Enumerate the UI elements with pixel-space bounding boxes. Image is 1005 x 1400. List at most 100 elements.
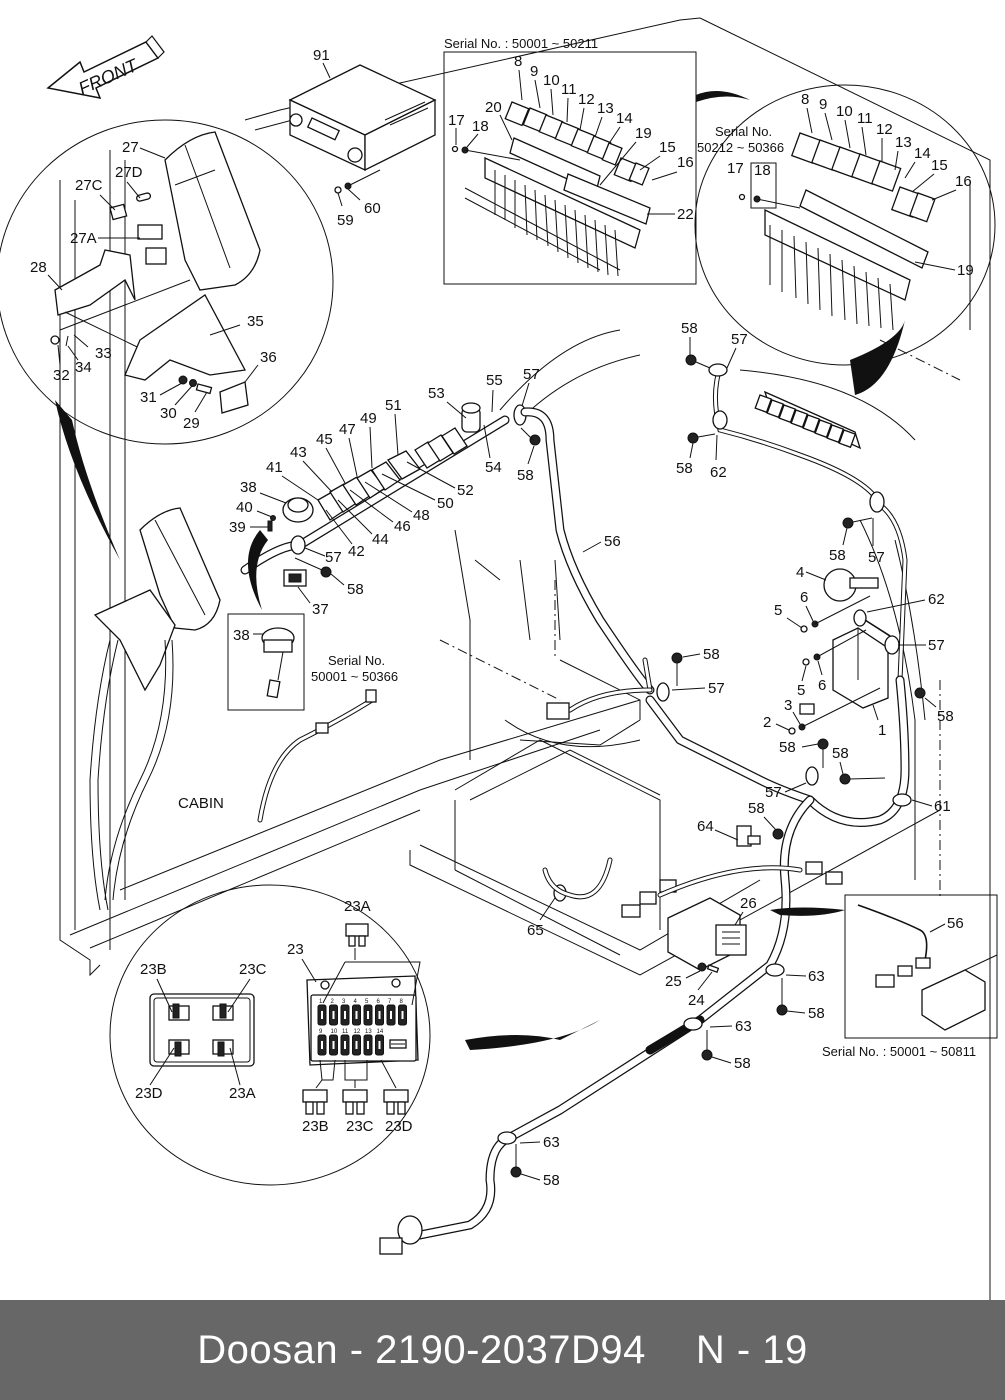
- device-callout-4: 4: [796, 564, 804, 581]
- relay-late-callout-13: 13: [895, 134, 912, 151]
- switch-panel-row: 53 55 57 51 49 47 45 43 41 38 40 39 54 5…: [178, 366, 655, 812]
- diagram-svg: FRONT 91 59 60 27 27D 27C: [0, 17, 998, 1300]
- fuse-slot-mark: [344, 1041, 346, 1049]
- fuse-slot-mark: [321, 1011, 323, 1019]
- relay-early-callout-13: 13: [597, 100, 614, 117]
- fuse-callout-23: 23: [287, 941, 304, 958]
- fuse-callout-23d: 23D: [135, 1085, 163, 1102]
- switch-callout-57-bottom: 57: [325, 549, 342, 566]
- cluster-detail-inset: 27 27D 27C 27A 28 35 33 34 32 31: [0, 119, 334, 560]
- relay-late-callout-10: 10: [836, 103, 853, 120]
- fuse-number-4: 4: [354, 999, 358, 1005]
- relay-early-callout-18: 18: [472, 118, 489, 135]
- relay-early-callout-20: 20: [485, 99, 502, 116]
- relay-box-early-inset: Serial No. : 50001 ~ 50211: [443, 36, 750, 285]
- lower-callout-24: 24: [688, 992, 705, 1009]
- callout-33: 33: [95, 345, 112, 362]
- relay-late-callout-12: 12: [876, 121, 893, 138]
- relay-early-callout-14: 14: [616, 110, 633, 127]
- device-callout-5-b: 5: [797, 682, 805, 699]
- fuse-callout-23b: 23B: [140, 961, 167, 978]
- callout-30: 30: [160, 405, 177, 422]
- device-callout-5-a: 5: [774, 602, 782, 619]
- device-callout-58-c: 58: [832, 745, 849, 762]
- relay-block-installed: [754, 390, 862, 450]
- relay-late-callout-11: 11: [857, 110, 873, 127]
- relay-early-callout-15: 15: [659, 139, 676, 156]
- lower-callout-58-a: 58: [808, 1005, 825, 1022]
- device-callout-3: 3: [784, 697, 792, 714]
- switch-callout-55: 55: [486, 372, 503, 389]
- serial-label-50001-50211: Serial No. : 50001 ~ 50211: [444, 36, 598, 51]
- lower-callout-58-b: 58: [734, 1055, 751, 1072]
- device-callout-57: 57: [928, 637, 945, 654]
- switch-callout-42: 42: [348, 543, 365, 560]
- fuse-number-1: 1: [319, 999, 323, 1005]
- fuse-slot-mark: [344, 1011, 346, 1019]
- inset-callout-56: 56: [947, 915, 964, 932]
- fuse-number-14: 14: [377, 1029, 384, 1035]
- switch-callout-58-bottom: 58: [347, 581, 364, 598]
- fuse-number-7: 7: [388, 999, 392, 1005]
- callout-59: 59: [337, 212, 354, 229]
- device-callout-6-b: 6: [818, 677, 826, 694]
- callout-35: 35: [247, 313, 264, 330]
- relay-early-callout-12: 12: [578, 91, 595, 108]
- harness-callout-58-c: 58: [829, 547, 846, 564]
- fuse-callout-23d-bottom: 23D: [385, 1118, 413, 1135]
- wire-bundle-late: [769, 225, 894, 331]
- footer-part-number: 2190-2037D94: [375, 1327, 646, 1372]
- relay-late-callout-16: 16: [955, 173, 972, 190]
- serial-label-late-line2: 50212 ~ 50366: [697, 140, 784, 155]
- footer-brand: Doosan: [197, 1327, 339, 1372]
- device-callout-58-a: 58: [937, 708, 954, 725]
- callout-28: 28: [30, 259, 47, 276]
- relay-late-callout-8: 8: [801, 91, 809, 108]
- buzzer-callout-38: 38: [233, 627, 250, 644]
- harness-callout-57-a: 57: [731, 331, 748, 348]
- lower-harness: 26 64 25 24 63 58 63 58: [379, 795, 845, 1255]
- fuse-number-9: 9: [319, 1029, 323, 1035]
- serial-label-late-line1: Serial No.: [715, 124, 772, 139]
- lower-callout-63-a: 63: [808, 968, 825, 985]
- fuse-number-3: 3: [342, 999, 346, 1005]
- switch-callout-53: 53: [428, 385, 445, 402]
- relay-row: [504, 101, 650, 186]
- fuse-slot-mark: [401, 1011, 404, 1019]
- cluster-assembly: [89, 507, 221, 911]
- lower-callout-64: 64: [697, 818, 714, 835]
- switch-blocks: [317, 427, 468, 521]
- switch-callout-54: 54: [485, 459, 502, 476]
- harness-early-inset: 56 Serial No. : 50001 ~ 50811: [822, 894, 998, 1059]
- switch-callout-49: 49: [360, 410, 377, 427]
- switch-callout-51: 51: [385, 397, 402, 414]
- fuse-slot-mark: [367, 1041, 369, 1049]
- switch-callout-37: 37: [312, 601, 329, 618]
- switch-callout-43: 43: [290, 444, 307, 461]
- relay-late-callout-18: 18: [754, 162, 771, 179]
- relay-late-callout-15: 15: [931, 157, 948, 174]
- callout-60: 60: [364, 200, 381, 217]
- relay-early-callout-8: 8: [514, 53, 522, 70]
- device-callout-6-a: 6: [800, 589, 808, 606]
- lower-callout-63-c: 63: [543, 1134, 560, 1151]
- switch-callout-45: 45: [316, 431, 333, 448]
- footer-separator: -: [349, 1327, 364, 1372]
- callout-27a: 27A: [70, 230, 97, 247]
- fuse-number-6: 6: [377, 999, 381, 1005]
- harness-callout-62: 62: [710, 464, 727, 481]
- relay-early-callout-16: 16: [677, 154, 694, 171]
- switch-callout-47: 47: [339, 421, 356, 438]
- switch-callout-39: 39: [229, 519, 246, 536]
- switch-callout-52: 52: [457, 482, 474, 499]
- fuse-callout-23c-bottom: 23C: [346, 1118, 374, 1135]
- fuse-callout-23a-top: 23A: [344, 898, 371, 915]
- device-callout-62: 62: [928, 591, 945, 608]
- relay-early-callout-10: 10: [543, 72, 560, 89]
- switch-callout-41: 41: [266, 459, 283, 476]
- lower-callout-63-b: 63: [735, 1018, 752, 1035]
